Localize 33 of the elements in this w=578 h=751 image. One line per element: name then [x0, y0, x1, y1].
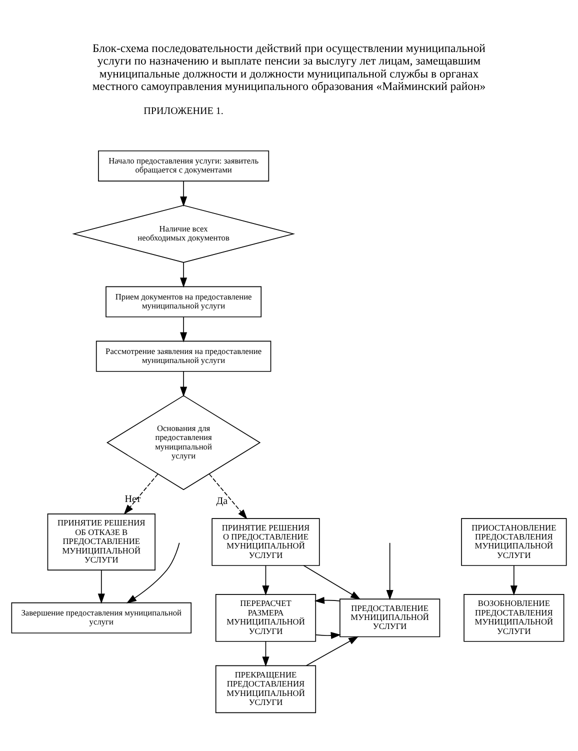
- node-box: Рассмотрение заявления на предоставление муниципальной услуги: [96, 340, 272, 372]
- arrow: [180, 370, 188, 396]
- node-box: Прием документов на предоставление муниципальной услуги: [106, 286, 262, 317]
- node-diamond: Основания для предоставления муниципальной услуги: [106, 394, 261, 490]
- arrow: [315, 631, 341, 638]
- arrow: [124, 473, 158, 514]
- node-box: ПЕРЕРАСЧЕТ РАЗМЕРА МУНИЦИПАЛЬНОЙ УСЛУГИ: [215, 594, 316, 642]
- arrow: [180, 262, 188, 288]
- arrow: [303, 564, 361, 600]
- arrow: [208, 473, 248, 519]
- arrow: [98, 569, 105, 604]
- node-box: ПРИНЯТИЕ РЕШЕНИЯ ОБ ОТКАЗЕ В ПРЕДОСТАВЛЕНИЕ МУНИЦИПАЛЬНОЙ УСЛУГИ: [47, 513, 156, 570]
- node-diamond: Наличие всех необходимых документов: [72, 204, 296, 262]
- node-box: ПРЕДОСТАВЛЕНИЕ МУНИЦИПАЛЬНОЙ УСЛУГИ: [340, 598, 440, 637]
- node-box: ВОЗОБНОВЛЕНИЕ ПРЕДОСТАВЛЕНИЯ МУНИЦИПАЛЬНОЙ УСЛУГИ: [464, 594, 564, 642]
- arrow: [180, 316, 188, 342]
- node-box: Завершение предоставления муниципальной услуги: [11, 602, 192, 633]
- node-box: ПРИОСТАНОВЛЕНИЕ ПРЕДОСТАВЛЕНИЯ МУНИЦИПАЛЬНОЙ УСЛУГИ: [461, 518, 567, 566]
- edge-label: Да: [216, 496, 228, 507]
- node-box: ПРЕКРАЩЕНИЕ ПРЕДОСТАВЛЕНИЯ МУНИЦИПАЛЬНОЙ УСЛУГИ: [215, 664, 316, 713]
- edge-label: Нет: [124, 493, 141, 504]
- arrow: [306, 636, 359, 666]
- arrow: [180, 180, 188, 206]
- arrow: [262, 640, 270, 666]
- label: ПРИЛОЖЕНИЕ 1.: [144, 106, 224, 117]
- node-box: Начало предоставления услуги: заявитель обращается с документами: [98, 150, 270, 181]
- arrow: [386, 542, 394, 600]
- arrow: [126, 542, 180, 603]
- node-box: ПРИНЯТИЕ РЕШЕНИЯ О ПРЕДОСТАВЛЕНИЕ МУНИЦИПАЛЬНОЙ УСЛУГИ: [212, 518, 320, 566]
- arrow: [262, 564, 270, 596]
- arrow: [314, 596, 340, 604]
- arrow: [510, 564, 518, 596]
- diagram-title: Блок-схема последовательности действий при осуществлении муниципальной услуги по назначению и выплате пенсии за выслугу лет лицам, замещавшим муниципальные должности и должности муниципальной службы в органах местного самоуправления муниципального образования «Майминский район»: [92, 42, 486, 92]
